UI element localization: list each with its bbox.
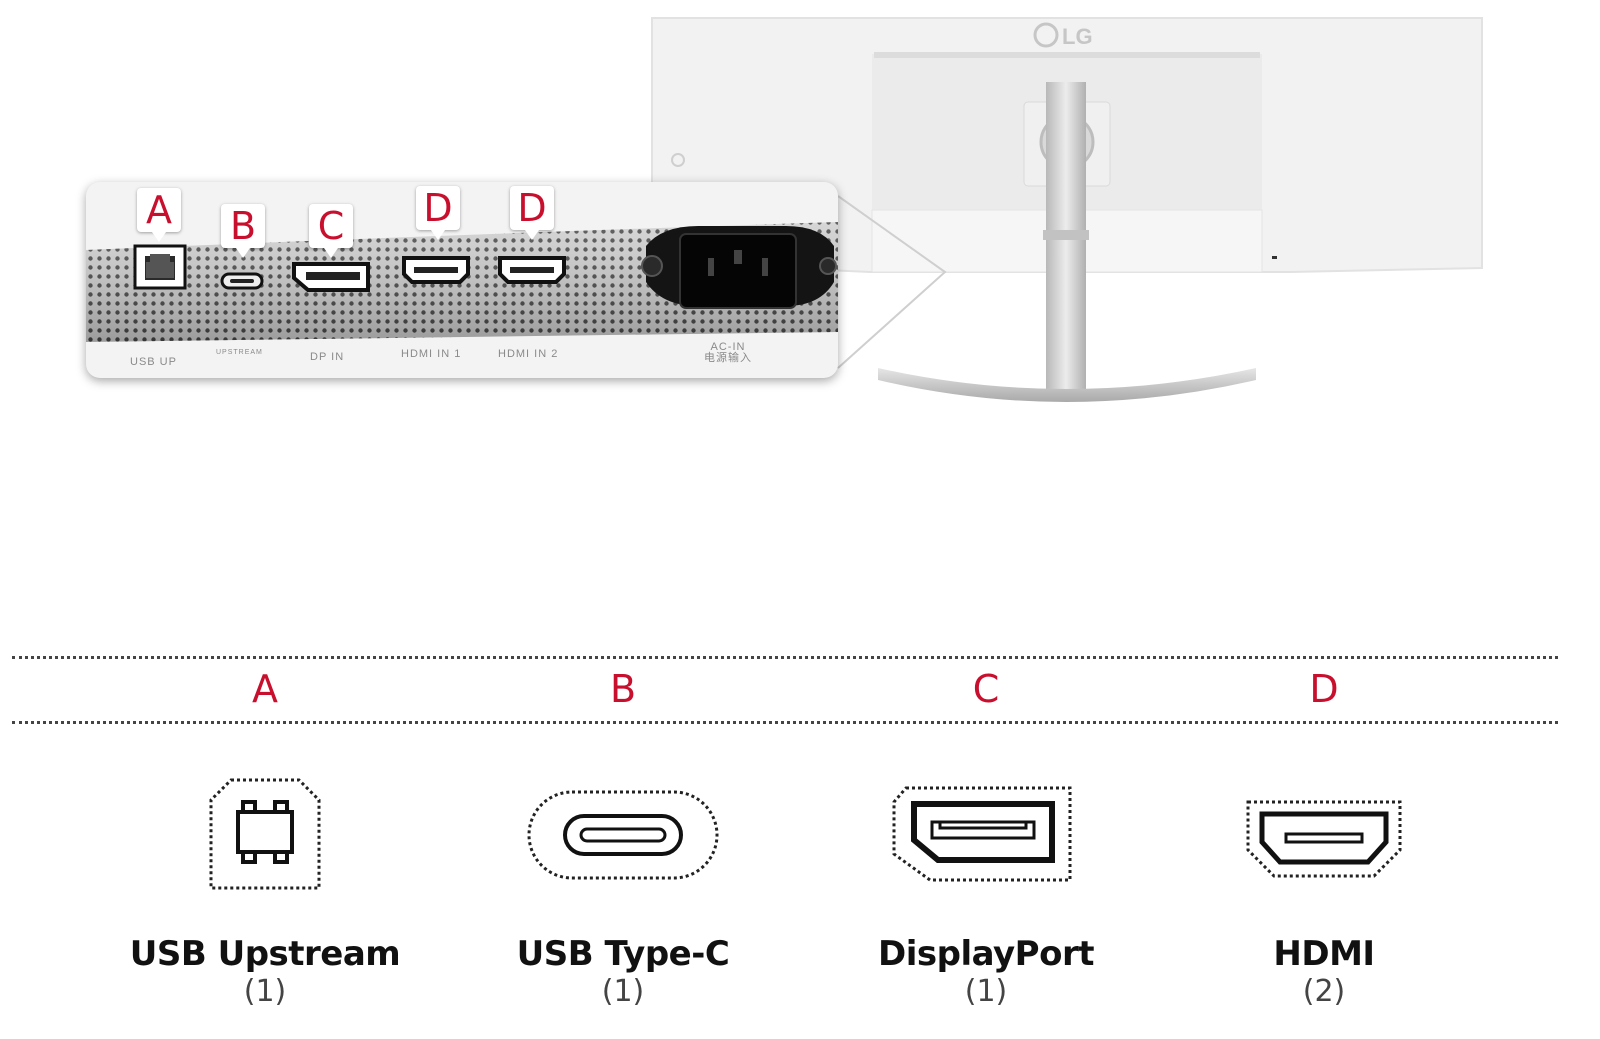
hdmi-port-2 — [498, 256, 566, 284]
label-dp-in: DP IN — [310, 351, 345, 363]
kensington-slot — [671, 153, 685, 167]
legend-count: (1) — [964, 974, 1008, 1009]
callout-a: A — [137, 188, 181, 242]
legend-name: USB Upstream — [129, 934, 401, 974]
stand-collar — [1043, 230, 1089, 240]
legend-count: (1) — [601, 974, 645, 1009]
label-hdmi-in-2: HDMI IN 2 — [498, 348, 559, 360]
callout-c: C — [309, 204, 353, 258]
legend-item-displayport: C DisplayPort (1) — [806, 667, 1166, 1009]
legend-count: (2) — [1302, 974, 1346, 1009]
legend-item-usb-type-c: B USB Type-C (1) — [443, 667, 803, 1009]
legend-item-usb-upstream: A USB Upstream (1) — [85, 667, 445, 1009]
lg-logo-text: LG — [1062, 24, 1093, 49]
divider-top — [12, 656, 1558, 659]
legend-letter: A — [252, 667, 278, 711]
callout-b: B — [221, 204, 265, 258]
hdmi-icon — [1246, 800, 1402, 878]
usb-c-icon — [527, 790, 719, 880]
port-panel-closeup: A B C D D USB UP UPSTREAM DP IN HDMI IN … — [86, 182, 838, 378]
usb-b-port — [133, 244, 187, 290]
monitor-rear-view: LG — [651, 17, 1483, 402]
monitor-vent-strip — [874, 52, 1260, 58]
legend-item-hdmi: D HDMI (2) — [1144, 667, 1504, 1009]
legend-name: USB Type-C — [516, 934, 730, 974]
legend-name: HDMI — [1273, 934, 1375, 974]
power-indicator — [1272, 256, 1277, 259]
legend-name: DisplayPort — [878, 934, 1094, 974]
label-ac-in: AC-IN 电源输入 — [704, 342, 752, 364]
legend-letter: B — [609, 667, 637, 711]
label-ac-in-cn: 电源输入 — [704, 352, 752, 364]
divider-bottom — [12, 721, 1558, 724]
callout-d-2: D — [510, 186, 554, 240]
displayport-icon — [892, 786, 1072, 882]
usb-b-icon — [209, 778, 321, 890]
label-upstream: UPSTREAM — [216, 349, 263, 356]
port-panel-art — [86, 222, 838, 342]
label-hdmi-in-1: HDMI IN 1 — [401, 348, 462, 360]
legend-letter: C — [972, 667, 1000, 711]
label-usb-up: USB UP — [130, 356, 177, 368]
lg-logo-mark — [1033, 22, 1059, 48]
usb-c-port — [220, 272, 264, 290]
ac-power-inlet — [641, 226, 837, 309]
callout-d-1: D — [416, 186, 460, 240]
legend-letter: D — [1309, 667, 1339, 711]
stand-neck — [1046, 82, 1086, 400]
stand-base — [878, 368, 1256, 402]
legend-count: (1) — [243, 974, 287, 1009]
label-ac-in-en: AC-IN — [710, 341, 746, 353]
zoom-lines — [837, 195, 947, 369]
hdmi-port-1 — [402, 256, 470, 284]
displayport-port — [292, 262, 370, 292]
